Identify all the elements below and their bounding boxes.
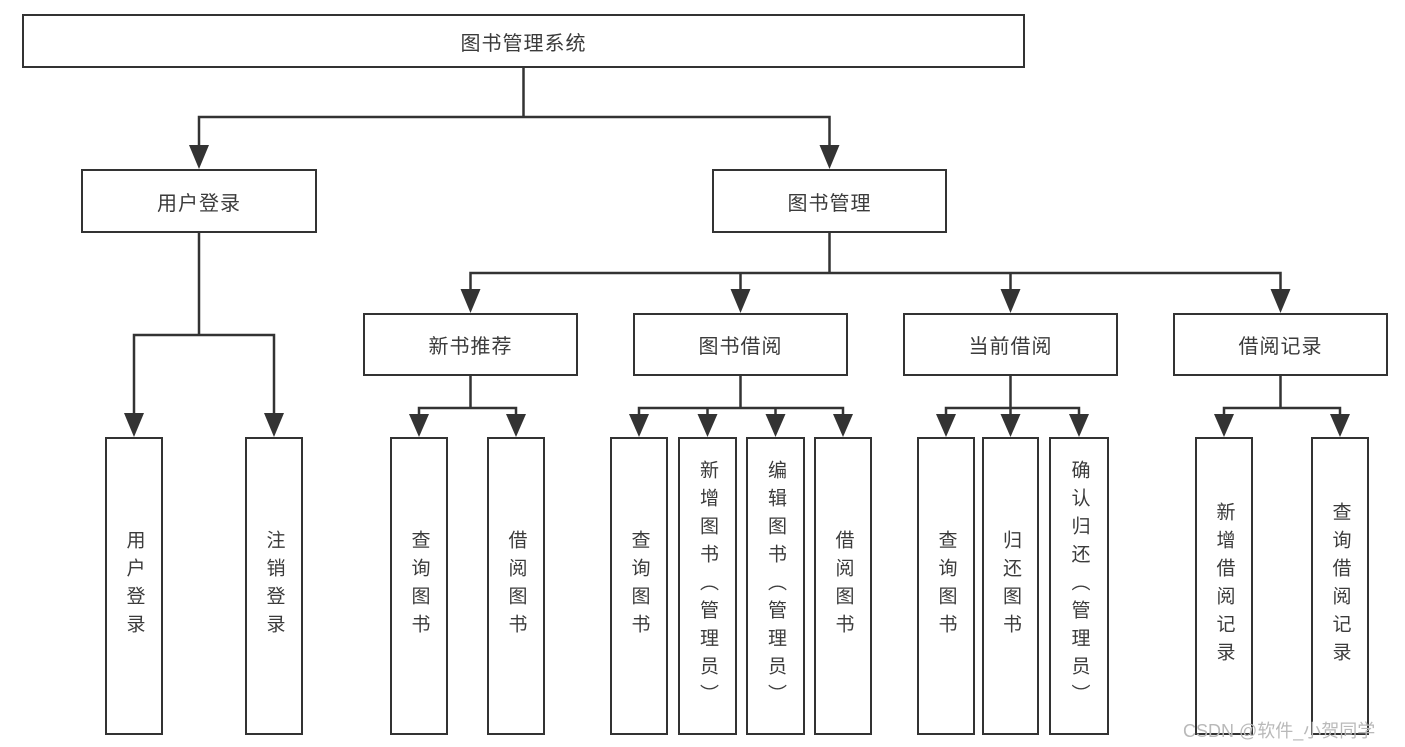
leaf-user-login: 用户登录	[105, 437, 163, 735]
leaf-query-books-recommend: 查询图书	[390, 437, 448, 735]
leaf-borrow-books-recommend: 借阅图书	[487, 437, 545, 735]
node-label: 借阅图书	[505, 530, 527, 642]
node-label: 新书推荐	[428, 336, 513, 358]
csdn-watermark: CSDN @软件_小贺同学	[1183, 721, 1376, 741]
node-label: 查询图书	[408, 530, 430, 642]
node-label: 图书管理	[787, 192, 872, 215]
leaf-return-books: 归还图书	[982, 437, 1039, 735]
node-label: 当前借阅	[968, 336, 1053, 358]
node-label: 图书借阅	[698, 336, 783, 358]
node-label: 图书管理系统	[460, 32, 587, 55]
node-label: 查询借阅记录	[1329, 502, 1351, 670]
node-new-book-recommendation: 新书推荐	[363, 313, 578, 376]
node-book-borrowing: 图书借阅	[633, 313, 848, 376]
node-label: 借阅图书	[832, 530, 854, 642]
leaf-confirm-return-admin: 确认归还（管理员）	[1049, 437, 1109, 735]
leaf-add-books-admin: 新增图书（管理员）	[678, 437, 737, 735]
node-label: 用户登录	[157, 192, 241, 215]
node-label: 注销登录	[263, 530, 285, 642]
node-label: 用户登录	[123, 530, 145, 642]
leaf-edit-books-admin: 编辑图书（管理员）	[746, 437, 805, 735]
node-label: 借阅记录	[1238, 336, 1323, 358]
node-label: 新增图书（管理员）	[697, 460, 718, 712]
node-label: 归还图书	[1000, 530, 1021, 642]
leaf-query-borrow-record: 查询借阅记录	[1311, 437, 1369, 735]
leaf-borrow-books: 借阅图书	[814, 437, 872, 735]
node-book-management: 图书管理	[712, 169, 947, 233]
node-label: 编辑图书（管理员）	[765, 460, 786, 712]
node-borrowing-records: 借阅记录	[1173, 313, 1388, 376]
node-label: 确认归还（管理员）	[1068, 460, 1090, 712]
node-library-management-system: 图书管理系统	[22, 14, 1025, 68]
node-label: 新增借阅记录	[1213, 502, 1235, 670]
node-label: 查询图书	[935, 530, 957, 642]
leaf-query-books-borrow: 查询图书	[610, 437, 668, 735]
leaf-query-books-current: 查询图书	[917, 437, 975, 735]
node-current-borrowing: 当前借阅	[903, 313, 1118, 376]
leaf-logout: 注销登录	[245, 437, 303, 735]
node-user-login: 用户登录	[81, 169, 317, 233]
leaf-add-borrow-record: 新增借阅记录	[1195, 437, 1253, 735]
node-label: 查询图书	[628, 530, 650, 642]
